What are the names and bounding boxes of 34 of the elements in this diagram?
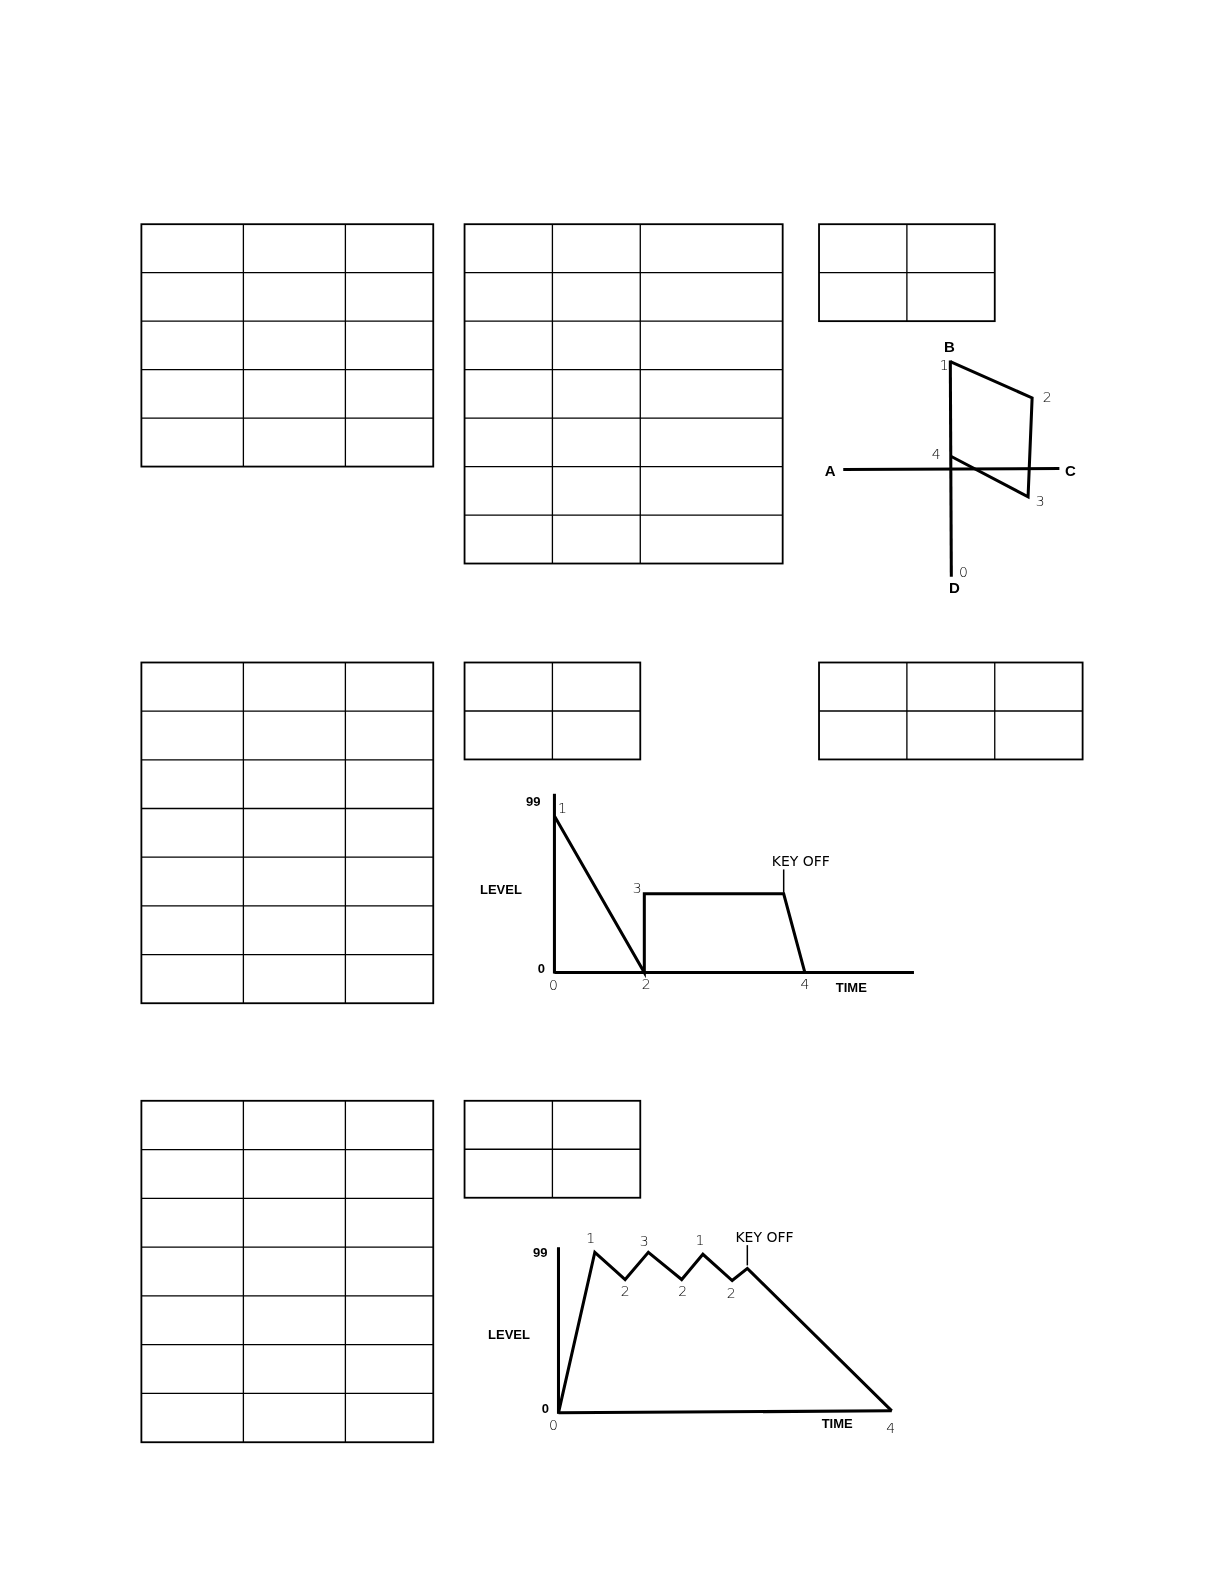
point-number: 1 — [695, 1233, 705, 1248]
point-number: 4 — [800, 976, 810, 991]
tick-label: 0 — [537, 962, 545, 975]
leader-line — [782, 868, 785, 894]
point-letter: A — [824, 462, 836, 478]
key-off-note: KEY OFF — [771, 854, 830, 869]
point-number: 2 — [641, 976, 651, 991]
tick-label: 99 — [533, 1245, 548, 1259]
point-number: 4 — [931, 447, 941, 462]
point-number: 0 — [548, 1417, 558, 1432]
point-letter: D — [948, 579, 960, 595]
axis-label: LEVEL — [479, 882, 522, 896]
point-number: 0 — [548, 977, 558, 992]
point-number: 2 — [1042, 389, 1052, 404]
point-letter: C — [1065, 462, 1076, 478]
tick-label: 99 — [526, 794, 541, 808]
point-number: 1 — [586, 1231, 596, 1246]
point-number: 2 — [620, 1283, 630, 1298]
key-off-note: KEY OFF — [735, 1230, 794, 1245]
point-number: 2 — [726, 1285, 736, 1300]
point-number: 0 — [959, 564, 968, 579]
point-number: 4 — [886, 1421, 896, 1435]
leader-line — [746, 1244, 749, 1267]
point-number: 2 — [678, 1283, 688, 1298]
tick-label: 0 — [541, 1401, 549, 1415]
point-number: 3 — [639, 1234, 649, 1249]
axis-label: TIME — [835, 980, 867, 994]
axis-label: TIME — [821, 1416, 853, 1430]
point-number: 1 — [939, 357, 949, 372]
point-number: 3 — [632, 880, 642, 895]
point-number: 1 — [558, 800, 567, 815]
point-letter: B — [943, 338, 955, 354]
point-number: 3 — [1035, 493, 1045, 508]
axis-label: LEVEL — [488, 1327, 530, 1341]
